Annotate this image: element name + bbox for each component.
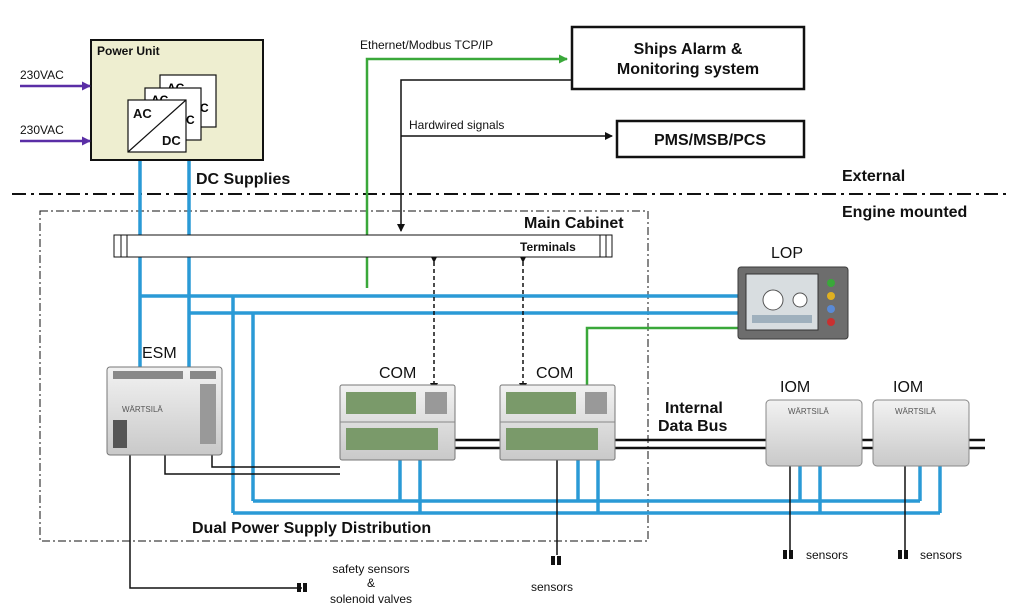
internal-bus-line-1: Internal <box>665 400 723 417</box>
converter-dc-label: DC <box>162 133 181 148</box>
power-unit: Power Unit AC C AC C AC DC <box>90 39 264 161</box>
hardwired-label: Hardwired signals <box>409 118 504 132</box>
pms-box: PMS/MSB/PCS <box>615 119 806 159</box>
com-sensor-icon <box>551 556 561 565</box>
main-cabinet-label: Main Cabinet <box>524 215 624 232</box>
converter-ac-label: AC <box>133 106 152 121</box>
iom-module-2: WÄRTSILÄ <box>872 399 970 467</box>
safety-line-2: & <box>367 576 375 590</box>
lop-panel <box>737 266 849 340</box>
ethernet-lines <box>365 54 742 385</box>
iom-2-label: IOM <box>893 379 923 396</box>
ac-dc-converter-icon: AC C AC C AC DC <box>127 74 217 153</box>
iom2-sensor-icon <box>898 550 908 559</box>
com-module-2 <box>499 384 616 461</box>
zone-external-label: External <box>842 168 905 185</box>
internal-bus-line-2: Data Bus <box>658 418 727 435</box>
terminals-label: Terminals <box>520 240 576 254</box>
com-2-label: COM <box>536 365 573 382</box>
safety-line-3: solenoid valves <box>330 592 412 606</box>
ships-alarm-box: Ships Alarm & Monitoring system <box>570 25 806 91</box>
sensors-iom2-label: sensors <box>920 548 962 562</box>
pms-label: PMS/MSB/PCS <box>654 132 766 149</box>
power-unit-title: Power Unit <box>97 44 160 58</box>
alarm-line-1: Ships Alarm & <box>634 41 743 58</box>
iom1-sensor-icon <box>783 550 793 559</box>
iom-module-1: WÄRTSILÄ <box>765 399 863 467</box>
signal-lines <box>129 76 906 589</box>
svg-text:C: C <box>200 101 209 115</box>
iom-2-brand-text: WÄRTSILÄ <box>895 407 936 416</box>
dual-power-label: Dual Power Supply Distribution <box>192 520 431 537</box>
svg-text:C: C <box>186 113 195 127</box>
safety-line-1: safety sensors <box>332 562 409 576</box>
main-cabinet-boundary <box>39 210 649 542</box>
zone-engine-label: Engine mounted <box>842 204 967 221</box>
sensors-iom1-label: sensors <box>806 548 848 562</box>
com-1-label: COM <box>379 365 416 382</box>
sensors-com-label: sensors <box>531 580 573 594</box>
esm-label: ESM <box>142 345 177 362</box>
esm-brand-text: WÄRTSILÄ <box>122 405 163 414</box>
safety-sensor-icon <box>297 583 307 592</box>
ethernet-label: Ethernet/Modbus TCP/IP <box>360 38 493 52</box>
dc-supplies-label: DC Supplies <box>196 171 290 188</box>
input-label-2: 230VAC <box>20 123 64 137</box>
terminal-strip: Terminals <box>113 234 613 258</box>
com-module-1 <box>339 384 456 461</box>
input-label-1: 230VAC <box>20 68 64 82</box>
alarm-line-2: Monitoring system <box>617 61 759 78</box>
iom-1-label: IOM <box>780 379 810 396</box>
iom-1-brand-text: WÄRTSILÄ <box>788 407 829 416</box>
esm-module: WÄRTSILÄ <box>106 366 223 456</box>
lop-label: LOP <box>771 245 803 262</box>
